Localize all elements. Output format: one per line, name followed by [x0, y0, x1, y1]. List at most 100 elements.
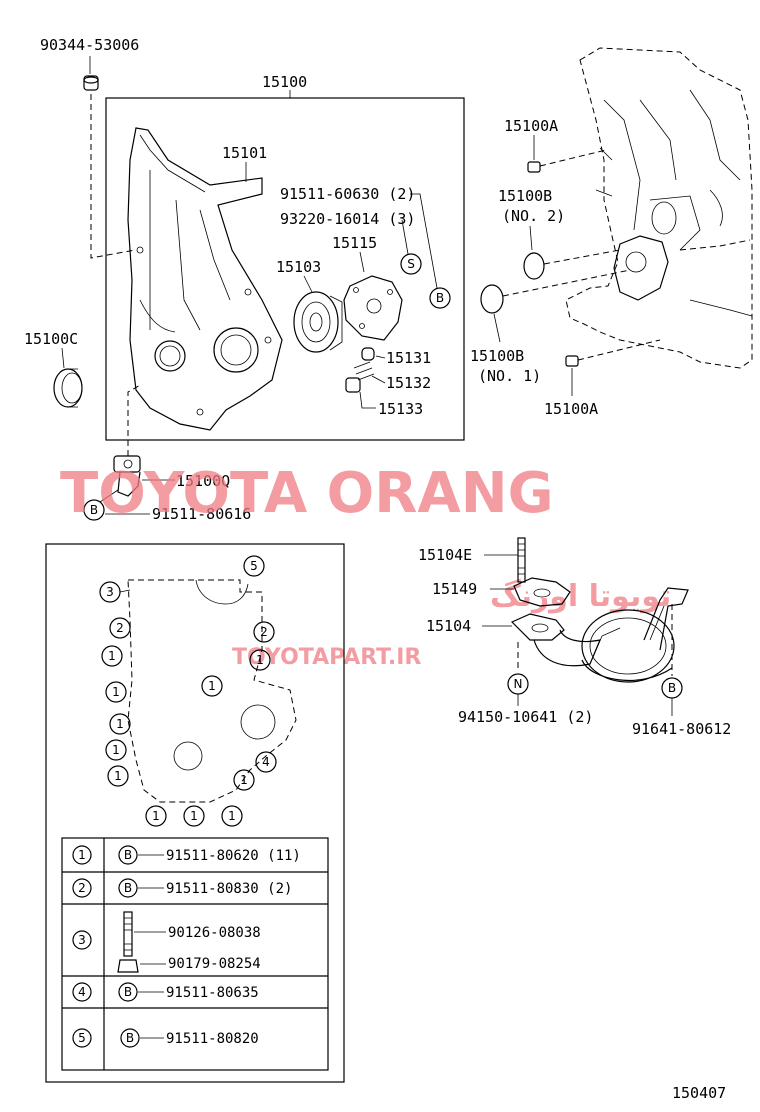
svg-text:B: B [124, 848, 132, 862]
svg-text:S: S [407, 257, 415, 271]
svg-text:4: 4 [262, 755, 270, 769]
svg-text:B: B [436, 291, 444, 305]
svg-text:1: 1 [208, 679, 216, 693]
bolt-marker-2-left: 2 [109, 617, 131, 639]
leader-15133 [359, 391, 376, 409]
svg-text:91511-80830 (2): 91511-80830 (2) [166, 881, 292, 897]
bolt-marker-1-b: 1 [249, 649, 271, 671]
watermark-main: TOYOTA ORANG [60, 461, 554, 526]
label-94150-10641: 94150-10641 (2) [458, 708, 593, 726]
bolt-marker-1-e: 1 [109, 713, 131, 735]
bolt-marker-1-i: 1 [145, 805, 167, 827]
svg-text:1: 1 [112, 685, 120, 699]
dowel-pin-bottom [565, 355, 579, 367]
svg-text:1: 1 [152, 809, 160, 823]
dashed-path-oring-no1 [502, 269, 631, 297]
leader-15132 [371, 375, 386, 384]
svg-text:1: 1 [228, 809, 236, 823]
label-15131: 15131 [386, 349, 431, 367]
label-15115: 15115 [332, 234, 377, 252]
leader-15103 [303, 275, 313, 293]
dowel-pin-top [527, 161, 541, 173]
bolt-marker-1-k: 1 [221, 805, 243, 827]
leader-15100B-no2 [529, 225, 533, 251]
svg-text:B: B [124, 881, 132, 895]
svg-text:91511-80820: 91511-80820 [166, 1031, 259, 1047]
svg-text:4: 4 [78, 985, 86, 999]
relief-valve-parts [345, 347, 375, 393]
stud-15104E [517, 537, 526, 583]
label-90344-53006: 90344-53006 [40, 36, 139, 54]
oil-seal-15100C [53, 368, 83, 408]
label-no2: (NO. 2) [502, 207, 565, 225]
legend-row-4: 4 B 91511-80635 [72, 982, 259, 1002]
svg-text:90179-08254: 90179-08254 [168, 956, 261, 972]
svg-text:B: B [90, 503, 98, 517]
svg-text:1: 1 [190, 809, 198, 823]
svg-text:1: 1 [78, 848, 86, 862]
timing-cover-15101 [127, 127, 283, 431]
svg-text:91511-80620 (11): 91511-80620 (11) [166, 848, 301, 864]
bolt-marker-5-top: 5 [243, 555, 265, 577]
oring-no1 [480, 284, 504, 314]
dashed-path-dowel-top [539, 149, 607, 167]
label-91511-80616: 91511-80616 [152, 505, 251, 523]
sensor-15100Q [113, 455, 141, 497]
label-15104E: 15104E [418, 546, 472, 564]
svg-text:N: N [514, 677, 523, 691]
legend-row-5: 5 B 91511-80820 [72, 1028, 259, 1048]
leader-93220 [401, 219, 409, 255]
svg-text:B: B [668, 681, 676, 695]
label-15100: 15100 [262, 73, 307, 91]
label-15133: 15133 [378, 400, 423, 418]
watermark-arabic: تويوتا اورنگ [490, 578, 671, 614]
dashed-path-dowel-bottom [577, 339, 661, 361]
svg-text:1: 1 [240, 773, 248, 787]
marker-s: S [400, 253, 422, 275]
label-15100A-top: 15100A [504, 117, 558, 135]
bolt-marker-1-a: 1 [101, 645, 123, 667]
leader-15115 [359, 251, 365, 273]
assembly-box-15100 [105, 97, 465, 441]
label-15100A-bottom: 15100A [544, 400, 598, 418]
bolt-marker-2-right: 2 [253, 621, 275, 643]
svg-text:91511-80635: 91511-80635 [166, 985, 259, 1001]
svg-text:2: 2 [260, 625, 268, 639]
bolt-marker-1-j: 1 [183, 805, 205, 827]
bolt-marker-1-g: 1 [107, 765, 129, 787]
label-no1: (NO. 1) [478, 367, 541, 385]
svg-text:1: 1 [108, 649, 116, 663]
leader-bolt-3 [119, 589, 131, 593]
gasket-15149 [513, 577, 571, 607]
legend-row-1: 1 B 91511-80620 (11) [72, 845, 301, 865]
leader-b-sensor [99, 489, 119, 503]
svg-text:5: 5 [250, 559, 258, 573]
strainer-15104 [510, 587, 689, 683]
svg-text:B: B [124, 985, 132, 999]
pump-plate-15115 [343, 275, 403, 341]
legend-table [61, 837, 329, 1071]
svg-text:1: 1 [114, 769, 122, 783]
rotor-15103 [293, 291, 343, 353]
bolt-marker-1-d: 1 [105, 681, 127, 703]
bolt-marker-1-h: 1 [233, 769, 255, 791]
svg-text:1: 1 [112, 743, 120, 757]
svg-text:1: 1 [256, 653, 264, 667]
stud-bolt-icon [123, 911, 133, 957]
bolt-layout-box [45, 543, 345, 1083]
marker-b-sensor: B [83, 499, 105, 521]
bolt-marker-1-f: 1 [105, 739, 127, 761]
svg-text:3: 3 [106, 585, 114, 599]
dashed-path-oring-no2 [543, 249, 621, 265]
bolt-marker-1-c: 1 [201, 675, 223, 697]
label-91641-80612: 91641-80612 [632, 720, 731, 738]
leader-15100B-no1 [493, 313, 501, 343]
svg-text:B: B [126, 1031, 134, 1045]
engine-block [565, 47, 753, 369]
marker-n: N [507, 673, 529, 695]
label-15101: 15101 [222, 144, 267, 162]
label-15103: 15103 [276, 258, 321, 276]
legend-row-2: 2 B 91511-80830 (2) [72, 878, 292, 898]
